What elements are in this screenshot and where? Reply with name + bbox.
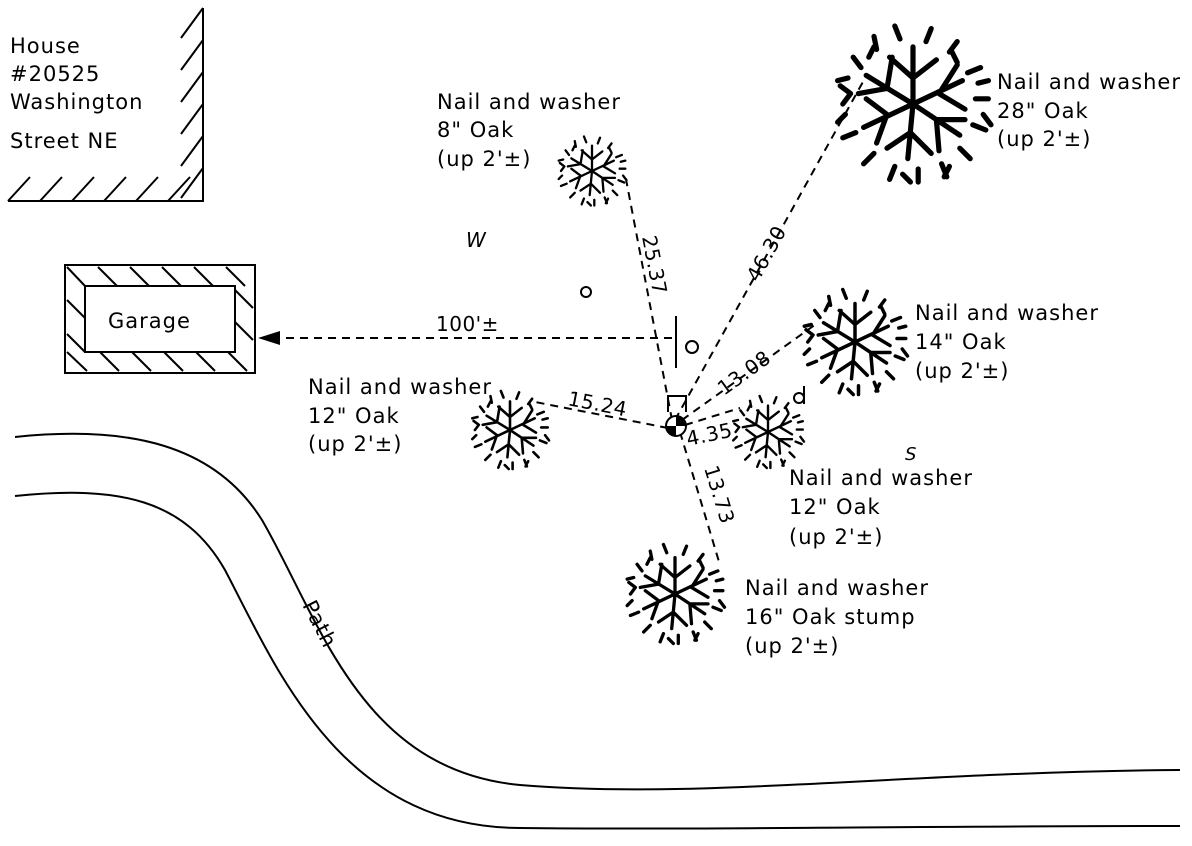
oak-28in-label: Nail and washer 28" Oak (up 2'±) <box>997 70 1181 151</box>
svg-text:(up 2'±): (up 2'±) <box>997 127 1091 151</box>
svg-text:Nail and washer: Nail and washer <box>308 375 492 399</box>
garage-label: Garage <box>108 309 191 333</box>
survey-point-icon <box>580 286 592 298</box>
compass-s-label: S <box>905 444 916 465</box>
oak-12in-east-tree-icon <box>732 394 806 470</box>
svg-text:Nail and washer: Nail and washer <box>437 90 621 114</box>
dist-garage-label: 100'± <box>436 312 499 336</box>
benchmark-icon <box>665 395 687 437</box>
house-label-line4: Street NE <box>10 129 118 153</box>
oak-14in-label: Nail and washer 14" Oak (up 2'±) <box>915 301 1099 383</box>
svg-text:(up 2'±): (up 2'±) <box>745 634 839 658</box>
dim-line-16in-stump <box>679 431 721 566</box>
svg-text:12" Oak: 12" Oak <box>308 404 400 428</box>
svg-text:8" Oak: 8" Oak <box>437 118 514 142</box>
svg-text:Nail and washer: Nail and washer <box>745 576 929 600</box>
oak-8in-label: Nail and washer 8" Oak (up 2'±) <box>437 90 621 171</box>
svg-text:28" Oak: 28" Oak <box>997 99 1089 123</box>
dim-line-28in-oak <box>674 79 865 421</box>
svg-text:(up 2'±): (up 2'±) <box>308 432 402 456</box>
oak-28in-tree-icon <box>838 26 991 182</box>
dist-28in-oak-label: 46.30 <box>741 222 791 286</box>
house-label-line2: #20525 <box>10 62 100 86</box>
svg-text:16" Oak stump: 16" Oak stump <box>745 605 916 629</box>
oak-12in-east-label: Nail and washer 12" Oak (up 2'±) <box>789 466 973 549</box>
garage-arrowhead-icon <box>258 331 280 345</box>
svg-text:(up 2'±): (up 2'±) <box>437 147 531 171</box>
garage-block: Garage <box>64 264 256 374</box>
oak-8in-tree-icon <box>557 135 628 207</box>
oak-14in-tree-icon <box>802 287 910 397</box>
house-label-line1: House <box>10 34 81 58</box>
oak-stump-16in-tree-icon <box>625 542 727 646</box>
svg-text:Nail and washer: Nail and washer <box>789 466 973 490</box>
dist-12in-oak-west-label: 15.24 <box>566 386 629 421</box>
dim-line-12in-oak-west <box>529 400 669 429</box>
svg-text:(up 2'±): (up 2'±) <box>789 525 883 549</box>
dim-line-8in-oak <box>624 173 673 421</box>
svg-text:12" Oak: 12" Oak <box>789 495 881 519</box>
svg-text:14" Oak: 14" Oak <box>915 330 1007 354</box>
dist-14in-oak-label: 13.08 <box>713 345 775 400</box>
house-block: House #20525 Washington Street NE <box>7 7 204 202</box>
path-feature: Path <box>14 432 1181 830</box>
compass-w-label: W <box>466 228 487 252</box>
survey-point-d-icon <box>793 386 805 404</box>
survey-point-icon <box>685 340 699 354</box>
svg-text:(up 2'±): (up 2'±) <box>915 359 1009 383</box>
dim-line-12in-oak-east <box>684 407 741 426</box>
path-label: Path <box>298 596 342 652</box>
svg-text:Nail and washer: Nail and washer <box>915 301 1099 325</box>
oak-stump-16in-label: Nail and washer 16" Oak stump (up 2'±) <box>745 576 929 658</box>
measurement-lines <box>258 79 865 566</box>
svg-text:Nail and washer: Nail and washer <box>997 70 1181 94</box>
house-label-line3: Washington <box>10 90 143 114</box>
oak-12in-west-label: Nail and washer 12" Oak (up 2'±) <box>308 375 492 456</box>
